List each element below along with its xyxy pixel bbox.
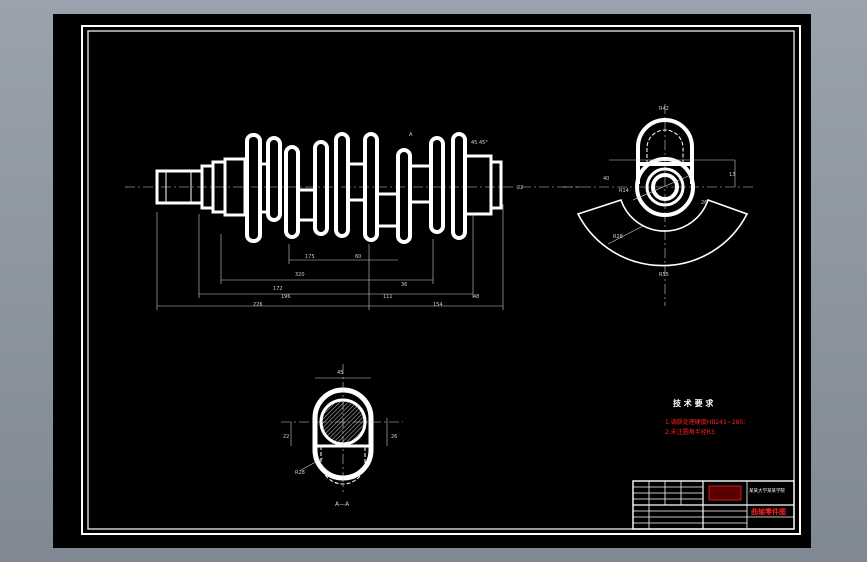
inner-border bbox=[87, 30, 795, 530]
dim-13: 13 bbox=[729, 172, 735, 178]
tech-requirements: 技 术 要 求 1.调质处理硬度HB241~285; 2.未注圆角半径R3. bbox=[665, 398, 745, 436]
front-dimensions: 175 60 320 172 36 226 196 111 154 48 22 … bbox=[253, 132, 523, 308]
tech-req-item-2: 2.未注圆角半径R3. bbox=[665, 428, 717, 436]
dim-r28: R28 bbox=[613, 234, 623, 240]
drawing-name: 曲轴零件图 bbox=[751, 507, 786, 516]
dim-111: 111 bbox=[383, 294, 393, 300]
dim-r28s: R28 bbox=[295, 470, 305, 476]
dim-26s: 26 bbox=[391, 434, 397, 440]
dim-22: 22 bbox=[517, 185, 523, 191]
dim-196: 196 bbox=[281, 294, 291, 300]
dim-48: 48 bbox=[473, 294, 479, 300]
section-dimensions: 45 22 26 R28 A—A bbox=[283, 370, 397, 508]
section-label: A—A bbox=[335, 501, 350, 508]
dim-320: 320 bbox=[295, 272, 305, 278]
side-dimensions: R42 40 13 R14 R55 R28 26 bbox=[603, 106, 735, 278]
cad-viewport[interactable]: 175 60 320 172 36 226 196 111 154 48 22 … bbox=[53, 14, 811, 548]
dim-angle: 45.45° bbox=[471, 140, 488, 146]
section-arrow-label: A bbox=[409, 132, 413, 138]
dim-60: 60 bbox=[355, 254, 361, 260]
dim-226: 226 bbox=[253, 302, 263, 308]
front-view bbox=[125, 132, 581, 310]
dim-r14: R14 bbox=[619, 188, 629, 194]
section-view bbox=[281, 364, 403, 492]
dim-45: 45 bbox=[337, 370, 343, 376]
dim-154: 154 bbox=[433, 302, 443, 308]
dim-175: 175 bbox=[305, 254, 315, 260]
title-block bbox=[632, 480, 795, 530]
tech-req-item-1: 1.调质处理硬度HB241~285; bbox=[665, 418, 745, 426]
crankshaft-drawing: 175 60 320 172 36 226 196 111 154 48 22 … bbox=[81, 25, 801, 535]
dim-22s: 22 bbox=[283, 434, 289, 440]
dim-r55: R55 bbox=[659, 272, 669, 278]
dim-r42: R42 bbox=[659, 106, 669, 112]
side-view bbox=[563, 104, 753, 306]
school-name: 某某大学某某学院 bbox=[749, 487, 785, 494]
outer-border bbox=[81, 25, 801, 535]
dim-172: 172 bbox=[273, 286, 283, 292]
dim-36: 36 bbox=[401, 282, 407, 288]
tech-req-heading: 技 术 要 求 bbox=[673, 398, 714, 408]
dim-26: 26 bbox=[701, 200, 707, 206]
dim-40: 40 bbox=[603, 176, 609, 182]
